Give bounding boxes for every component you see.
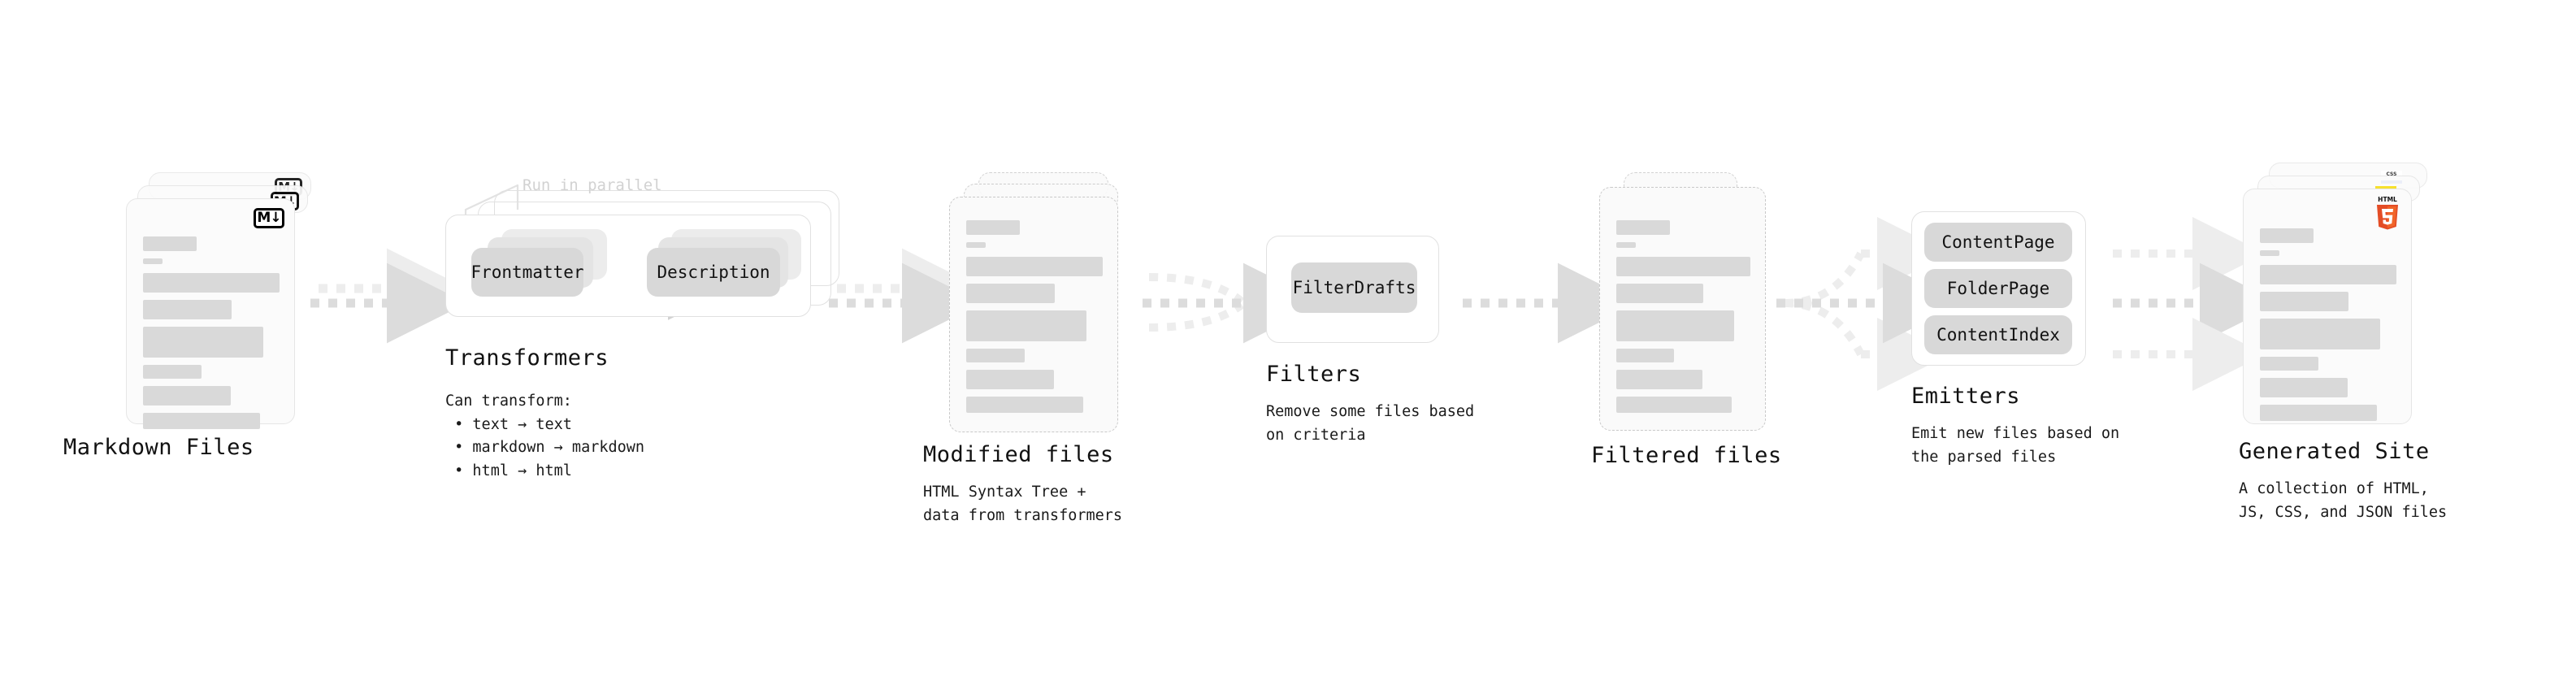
generated-file-stack: CSS HTML <box>2243 163 2446 431</box>
stage-generated-site: CSS HTML <box>2239 163 2447 521</box>
stage-title-markdown-files: Markdown Files <box>63 435 254 460</box>
markdown-file-stack: M↓ M↓ M↓ <box>126 172 321 429</box>
modified-content-lines <box>966 220 1103 420</box>
stage-subtitle-emitters: Emit new files based on the parsed files <box>1911 425 2120 466</box>
stage-subtitle-filters: Remove some files based on criteria <box>1266 403 1475 444</box>
stage-subtitle-transformers: Can transform: • text → text • markdown … <box>445 393 645 480</box>
emitters-box-wrap: ContentPage FolderPage ContentIndex <box>1911 211 2123 374</box>
stage-filtered-files: Filtered files <box>1591 172 1786 468</box>
markdown-card-front: M↓ <box>126 198 295 429</box>
stage-markdown-files: M↓ M↓ M↓ Markdown Files <box>63 172 321 460</box>
chip-folderpage-label: FolderPage <box>1946 279 2050 298</box>
stage-subtitle-generated-site: A collection of HTML, JS, CSS, and JSON … <box>2239 480 2448 521</box>
stage-title-filters: Filters <box>1266 362 1362 387</box>
markdown-content-lines <box>143 236 280 436</box>
stage-title-transformers: Transformers <box>445 345 609 371</box>
chip-contentpage-label: ContentPage <box>1941 232 2055 252</box>
transformers-box-stack: Frontmatter Description <box>445 172 852 343</box>
chip-folderpage[interactable]: FolderPage <box>1924 269 2072 308</box>
arrow-markdown-to-transformers <box>310 248 467 344</box>
stage-title-generated-site: Generated Site <box>2239 439 2430 464</box>
chip-contentpage[interactable]: ContentPage <box>1924 223 2072 262</box>
stage-title-filtered-files: Filtered files <box>1591 443 1782 468</box>
stage-filters: FilterDrafts Filters Remove some files b… <box>1266 236 1474 444</box>
run-in-parallel-note: Run in parallel <box>523 176 662 194</box>
chip-frontmatter[interactable]: Frontmatter <box>471 248 584 297</box>
stage-modified-files: Modified files HTML Syntax Tree + data f… <box>923 172 1144 524</box>
filtered-file-stack <box>1599 172 1786 432</box>
chip-description-label: Description <box>657 262 770 282</box>
stage-emitters: ContentPage FolderPage ContentIndex Emit… <box>1911 211 2123 466</box>
arrow-emitters-to-site <box>2113 217 2280 391</box>
filters-box-wrap: FilterDrafts <box>1266 236 1469 349</box>
arrow-modified-to-filters <box>1143 262 1324 344</box>
filtered-content-lines <box>1616 220 1750 420</box>
modified-card-front <box>949 197 1118 432</box>
html5-icon: HTML <box>2377 196 2398 230</box>
chip-contentindex[interactable]: ContentIndex <box>1924 315 2072 354</box>
chip-filterdrafts[interactable]: FilterDrafts <box>1291 262 1417 313</box>
chip-description[interactable]: Description <box>647 248 780 297</box>
modified-file-stack <box>949 172 1144 432</box>
chip-frontmatter-label: Frontmatter <box>471 262 584 282</box>
svg-text:HTML: HTML <box>2378 196 2397 203</box>
generated-content-lines <box>2260 228 2396 428</box>
stage-title-modified-files: Modified files <box>923 442 1114 467</box>
stage-title-emitters: Emitters <box>1911 384 2021 409</box>
chip-contentindex-label: ContentIndex <box>1936 325 2060 345</box>
generated-card-html: HTML <box>2243 189 2412 424</box>
filtered-card-front <box>1599 187 1766 431</box>
markdown-icon: M↓ <box>254 208 284 228</box>
stage-transformers: Frontmatter Description Run in parallel … <box>445 172 852 479</box>
arrow-filtered-to-emitters <box>1776 217 1963 391</box>
chip-filterdrafts-label: FilterDrafts <box>1292 278 1416 297</box>
stage-subtitle-modified-files: HTML Syntax Tree + data from transformer… <box>923 484 1123 524</box>
